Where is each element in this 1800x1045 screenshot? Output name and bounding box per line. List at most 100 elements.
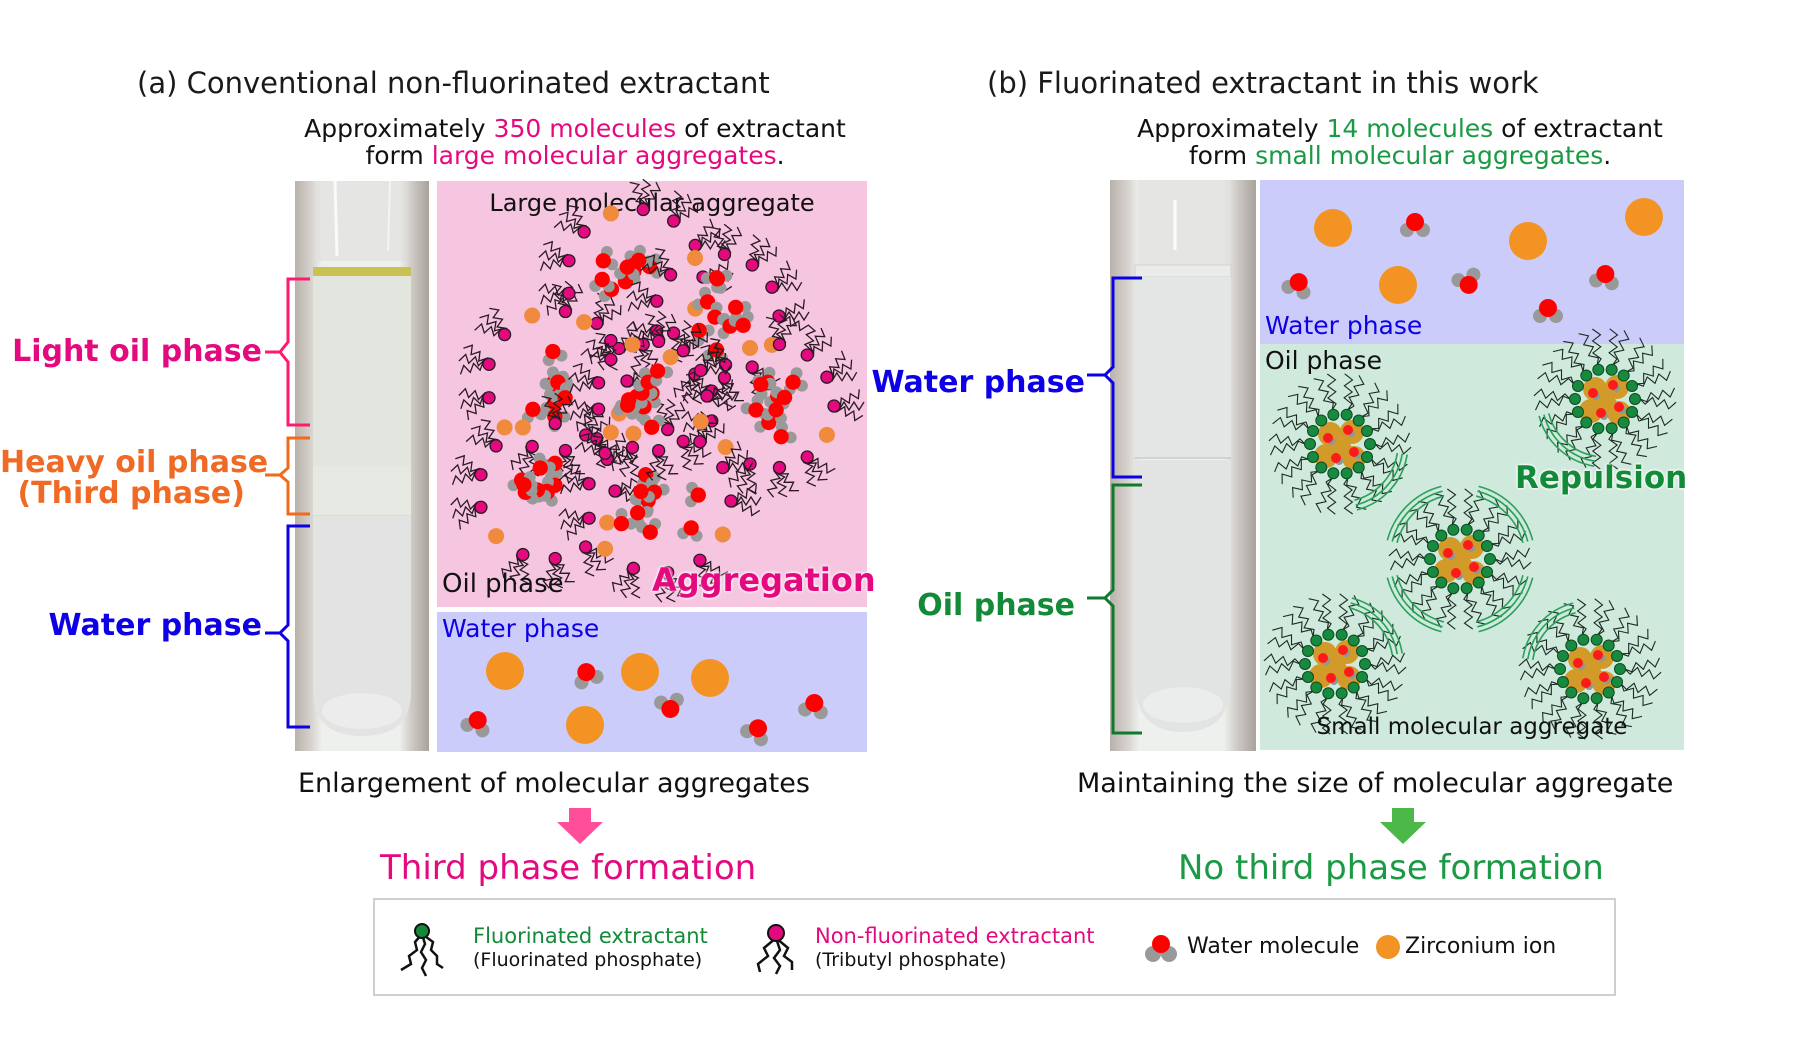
water-molecule (1400, 213, 1430, 237)
zirconium-ion (625, 426, 641, 442)
non-fluorinated-extractant-icon (750, 920, 810, 980)
water-phase-illustration-a (437, 612, 867, 752)
zirconium-ion (718, 439, 734, 455)
zirconium-ion (1379, 266, 1417, 304)
extractant-molecule (821, 351, 857, 383)
small-aggregate (1534, 329, 1676, 469)
zirconium-ion (1625, 198, 1663, 236)
water-molecule (685, 481, 707, 508)
legend-fluorinated-title: Fluorinated extractant (473, 925, 708, 947)
subtitle-text: form (1189, 141, 1255, 170)
water-phase-label-box-b: Water phase (1265, 311, 1422, 340)
large-aggregate-illustration (437, 181, 867, 607)
repulsion-arc (1387, 486, 1443, 542)
water-phase-label-a: Water phase (0, 610, 262, 642)
extractant-molecule (627, 282, 663, 311)
zirconium-ion (497, 419, 513, 435)
extractant-molecule (539, 242, 575, 271)
oil-phase-label-box-b: Oil phase (1265, 346, 1382, 375)
aggregate-size: large molecular aggregates (432, 141, 777, 170)
zirconium-ion (566, 706, 604, 744)
result-b: No third phase formation (1178, 848, 1604, 888)
small-aggregate-illustration (1260, 344, 1684, 750)
water-molecule (1449, 266, 1485, 299)
extractant-molecule (459, 389, 495, 420)
water-molecule (589, 271, 615, 292)
extractant-molecule (630, 179, 660, 215)
zirconium-ion-icon (1375, 934, 1405, 964)
phase-brackets-b (1085, 270, 1145, 750)
zirconium-ion (603, 205, 619, 221)
extractant-molecule (768, 462, 799, 498)
phase-brackets-a (260, 270, 320, 750)
light-oil-bracket (280, 279, 310, 425)
water-phase-box-a: Water phase (437, 612, 867, 752)
aggregation-label: Aggregation (652, 561, 860, 599)
zirconium-ion (691, 659, 729, 697)
water-molecule (653, 692, 687, 721)
zirconium-ion (819, 427, 835, 443)
water-molecule (738, 713, 776, 749)
result-a: Third phase formation (380, 848, 756, 888)
extractant-molecule (559, 509, 595, 540)
panel-b-subtitle: Approximately 14 molecules of extractant… (1100, 115, 1700, 169)
water-phase-box-b: Water phase (1260, 180, 1684, 346)
legend-fluorinated-subtitle: (Fluorinated phosphate) (473, 949, 702, 971)
legend-water-label: Water molecule (1187, 936, 1359, 958)
water-molecule (1588, 263, 1622, 292)
repulsion-arc (1476, 575, 1532, 631)
legend-non-fluorinated-title: Non-fluorinated extractant (815, 925, 1095, 947)
zirconium-ion (624, 337, 640, 353)
extractant-molecule (451, 456, 487, 485)
zirconium-ion (603, 424, 619, 440)
conclusion-a: Enlargement of molecular aggregates (298, 768, 810, 799)
zirconium-ion (597, 541, 613, 557)
panel-a-subtitle: Approximately 350 molecules of extractan… (270, 115, 880, 169)
water-molecule (458, 707, 494, 740)
oil-phase-label-a: Oil phase (442, 569, 564, 599)
extractant-molecule (828, 389, 864, 420)
zirconium-ion (488, 528, 504, 544)
subtitle-text: . (777, 141, 785, 170)
oil-bracket (1105, 485, 1142, 733)
light-oil-phase-label: Light oil phase (0, 336, 262, 368)
water-molecule-icon (1143, 930, 1183, 970)
oil-phase-box-a: Large molecular aggregate Oil phase Aggr… (437, 181, 867, 607)
oil-phase-label-b: Oil phase (860, 590, 1075, 622)
fluorinated-extractant-icon (395, 920, 465, 980)
molecule-count: 14 molecules (1327, 114, 1494, 143)
heavy-oil-phase-label: Heavy oil phase (0, 447, 262, 479)
down-arrow-icon-a (557, 808, 607, 848)
zirconium-ion (524, 308, 540, 324)
zirconium-ion (621, 653, 659, 691)
zirconium-ion (715, 526, 731, 542)
subtitle-text: Approximately (1137, 114, 1326, 143)
extractant-molecule (766, 261, 802, 293)
extractant-molecule (668, 191, 698, 227)
extractant-molecule (746, 235, 776, 271)
legend-non-fluorinated-subtitle: (Tributyl phosphate) (815, 949, 1006, 971)
extractant-molecule (554, 206, 590, 238)
zirconium-ion (663, 349, 679, 365)
molecule-count: 350 molecules (494, 114, 677, 143)
legend: Fluorinated extractant (Fluorinated phos… (373, 898, 1616, 996)
repulsion-label: Repulsion (1515, 460, 1687, 496)
zirconium-ion (742, 340, 758, 356)
third-phase-label: (Third phase) (0, 478, 245, 510)
water-molecule (1533, 299, 1563, 323)
water-molecule (1279, 269, 1315, 302)
water-phase-label-b: Water phase (860, 367, 1085, 399)
extractant-molecule (451, 498, 487, 529)
aggregate-size: small molecular aggregates (1255, 141, 1603, 170)
subtitle-text: . (1603, 141, 1611, 170)
zirconium-ion (486, 652, 524, 690)
panel-b-title: (b) Fluorinated extractant in this work (987, 66, 1539, 100)
extractant-molecule (475, 308, 511, 340)
water-molecule (676, 518, 705, 543)
extractant-molecule (459, 345, 495, 374)
extractant-molecule (613, 562, 641, 598)
water-molecule (797, 692, 831, 721)
extractant-molecule (801, 325, 831, 361)
subtitle-text: of extractant (1493, 114, 1663, 143)
water-molecule (639, 414, 665, 435)
